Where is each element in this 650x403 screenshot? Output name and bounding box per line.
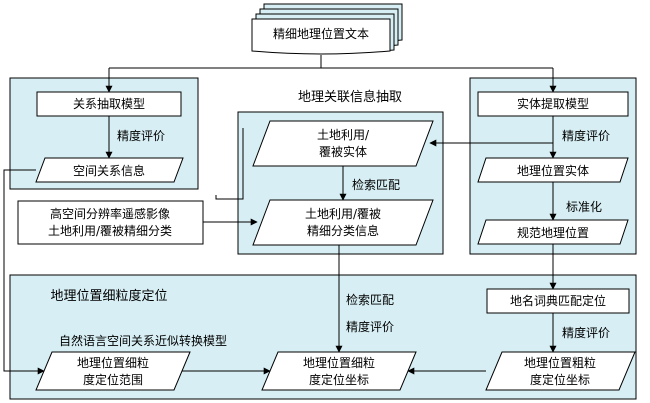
nl-model-label: 自然语言空间关系近似转换模型 bbox=[59, 333, 227, 348]
landuse-entity-box bbox=[252, 120, 434, 167]
geo-entity-label: 地理位置实体 bbox=[517, 163, 589, 178]
coarse-coord-line1: 地理位置粗粒 bbox=[524, 355, 596, 370]
geo-entity-box bbox=[477, 157, 629, 183]
remote-sensing-line2: 土地利用/覆被精细分类 bbox=[48, 224, 172, 238]
panel-relation-extraction-title: 地理关联信息抽取 bbox=[298, 89, 402, 105]
connectors bbox=[3, 55, 557, 375]
landuse-class-info-line2: 精细分类信息 bbox=[307, 223, 379, 238]
entity-model-box bbox=[477, 91, 629, 117]
panel-fine-location-title: 地理位置细粒度定位 bbox=[50, 288, 167, 304]
gazetteer-box bbox=[486, 288, 630, 314]
connector-source-split bbox=[109, 55, 553, 69]
spatial-relation-info-box bbox=[35, 157, 184, 183]
remote-sensing-box bbox=[17, 200, 204, 245]
gazetteer-label: 地名词典匹配定位 bbox=[510, 293, 606, 308]
spatial-relation-info-label: 空间关系信息 bbox=[73, 163, 145, 178]
fine-range-line1: 地理位置细粒 bbox=[77, 355, 149, 370]
standardization-label: 标准化 bbox=[566, 200, 602, 214]
coarse-coord-line2: 度定位坐标 bbox=[530, 372, 590, 387]
entity-model-label: 实体提取模型 bbox=[517, 96, 589, 111]
normalized-location-box bbox=[477, 219, 629, 245]
normalized-location-label: 规范地理位置 bbox=[517, 225, 589, 240]
retrieval-match-1-label: 检索匹配 bbox=[352, 177, 400, 192]
retrieval-match-2-label: 检索匹配 bbox=[346, 292, 394, 307]
fine-eval-label: 精度评价 bbox=[346, 319, 394, 334]
entity-eval-label: 精度评价 bbox=[562, 128, 610, 143]
landuse-class-info-line1: 土地利用/覆被 bbox=[305, 207, 381, 221]
landuse-entity-line1: 土地利用/ bbox=[317, 128, 370, 142]
fine-range-line2: 度定位范围 bbox=[83, 372, 143, 387]
relation-model-box bbox=[36, 91, 182, 117]
gazetteer-eval-label: 精度评价 bbox=[562, 325, 610, 340]
connector-spatial-to-range bbox=[3, 169, 45, 375]
source-label: 精细地理位置文本 bbox=[273, 26, 369, 41]
fine-coord-line1: 地理位置细粒 bbox=[303, 355, 375, 370]
relation-model-label: 关系抽取模型 bbox=[73, 97, 145, 111]
coarse-coord-box bbox=[485, 351, 636, 391]
remote-sensing-line1: 高空间分辨率遥感影像 bbox=[50, 206, 170, 221]
landuse-entity-line2: 覆被实体 bbox=[319, 144, 367, 159]
relation-eval-label: 精度评价 bbox=[117, 128, 165, 143]
source-document-stack bbox=[251, 3, 403, 55]
connector-landuse-to-relation bbox=[215, 128, 244, 200]
fine-range-box bbox=[35, 351, 191, 391]
fine-coord-line2: 度定位坐标 bbox=[309, 372, 369, 387]
fine-coord-box bbox=[261, 351, 417, 391]
landuse-class-info-box bbox=[252, 199, 434, 246]
